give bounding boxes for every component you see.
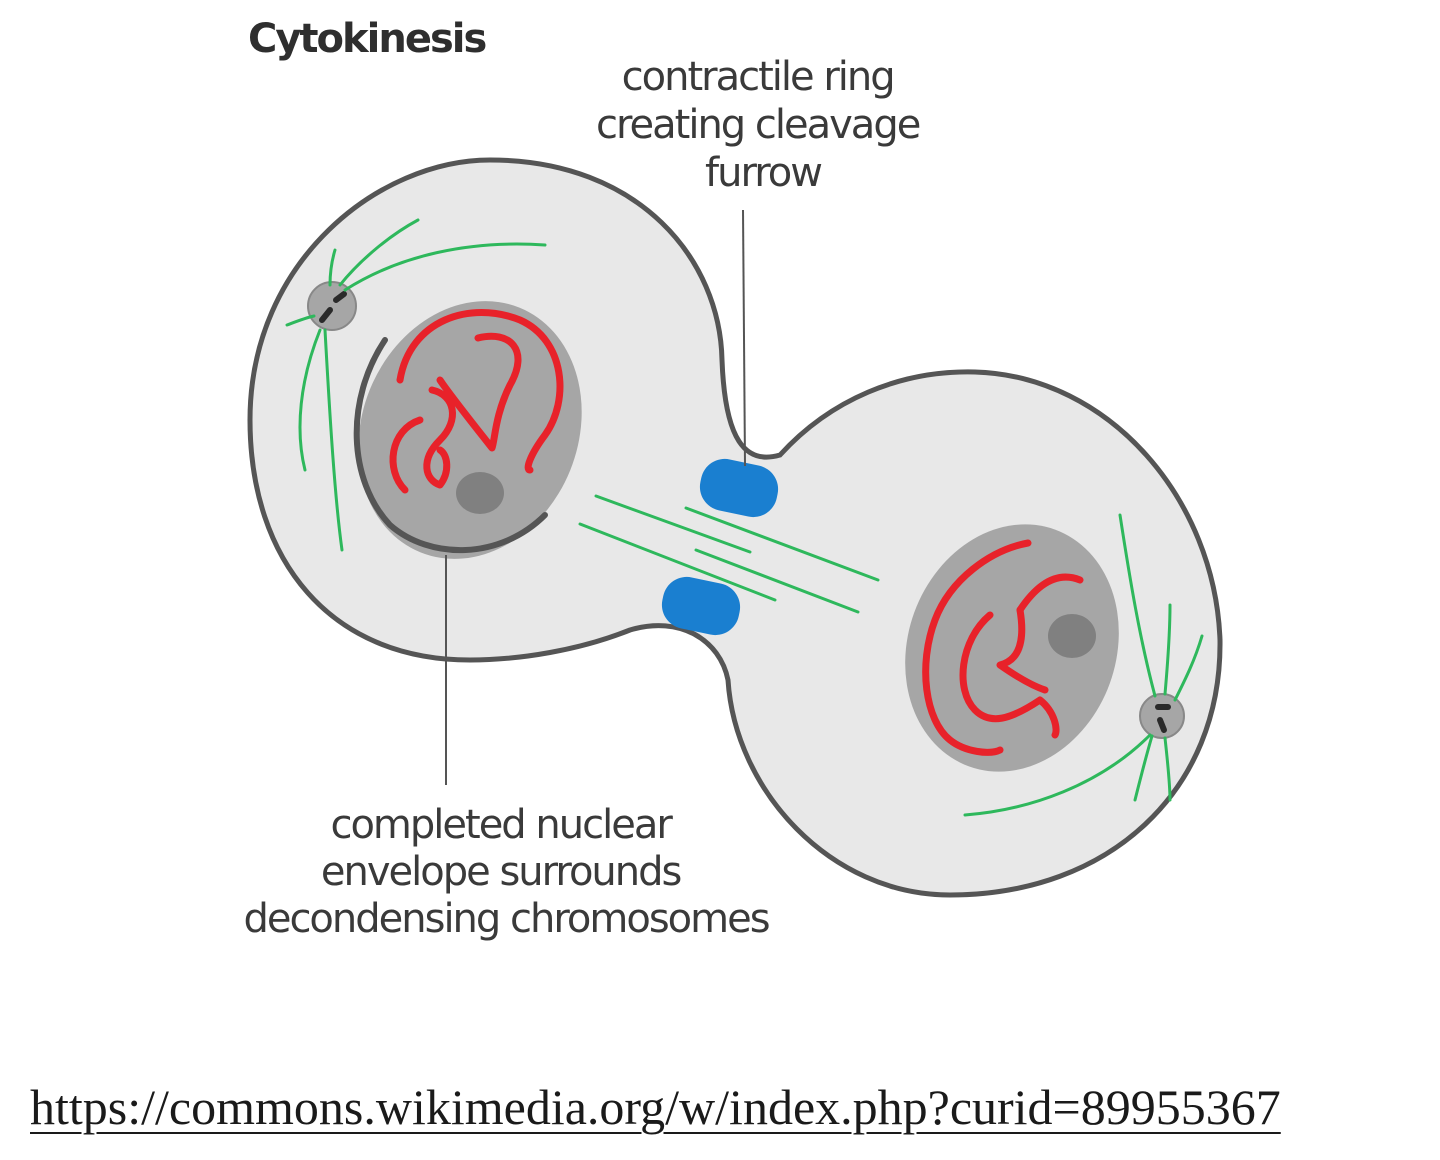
chromosomes-left (389, 309, 564, 494)
chromosomes-right (922, 539, 1084, 756)
label-contractile-ring: contractile ring creating cleavage furro… (596, 54, 930, 196)
label-contractile-ring-line-3: furrow (705, 150, 822, 196)
microtubules-right (963, 513, 1204, 817)
label-contractile-ring-line-2: creating cleavage (596, 102, 920, 148)
contractile-ring (661, 458, 779, 636)
spindle-microtubules (578, 494, 880, 614)
leader-line-contractile-ring (742, 209, 746, 467)
microtubules-left (285, 218, 547, 552)
nucleolus-right (1048, 614, 1096, 658)
diagram-title: Cytokinesis (248, 16, 485, 62)
nucleolus-left (456, 472, 504, 514)
nuclear-envelope-left (353, 337, 548, 553)
label-contractile-ring-line-1: contractile ring (622, 54, 894, 100)
nucleus-left (358, 301, 582, 559)
centrosome-right (1139, 693, 1185, 739)
label-nuclear-envelope-line-2: envelope surrounds (321, 849, 681, 895)
source-url[interactable]: https://commons.wikimedia.org/w/index.ph… (30, 1079, 1281, 1135)
label-nuclear-envelope-line-3: decondensing chromosomes (243, 896, 768, 942)
label-nuclear-envelope: completed nuclear envelope surrounds dec… (243, 802, 768, 942)
label-nuclear-envelope-line-1: completed nuclear (330, 802, 673, 848)
